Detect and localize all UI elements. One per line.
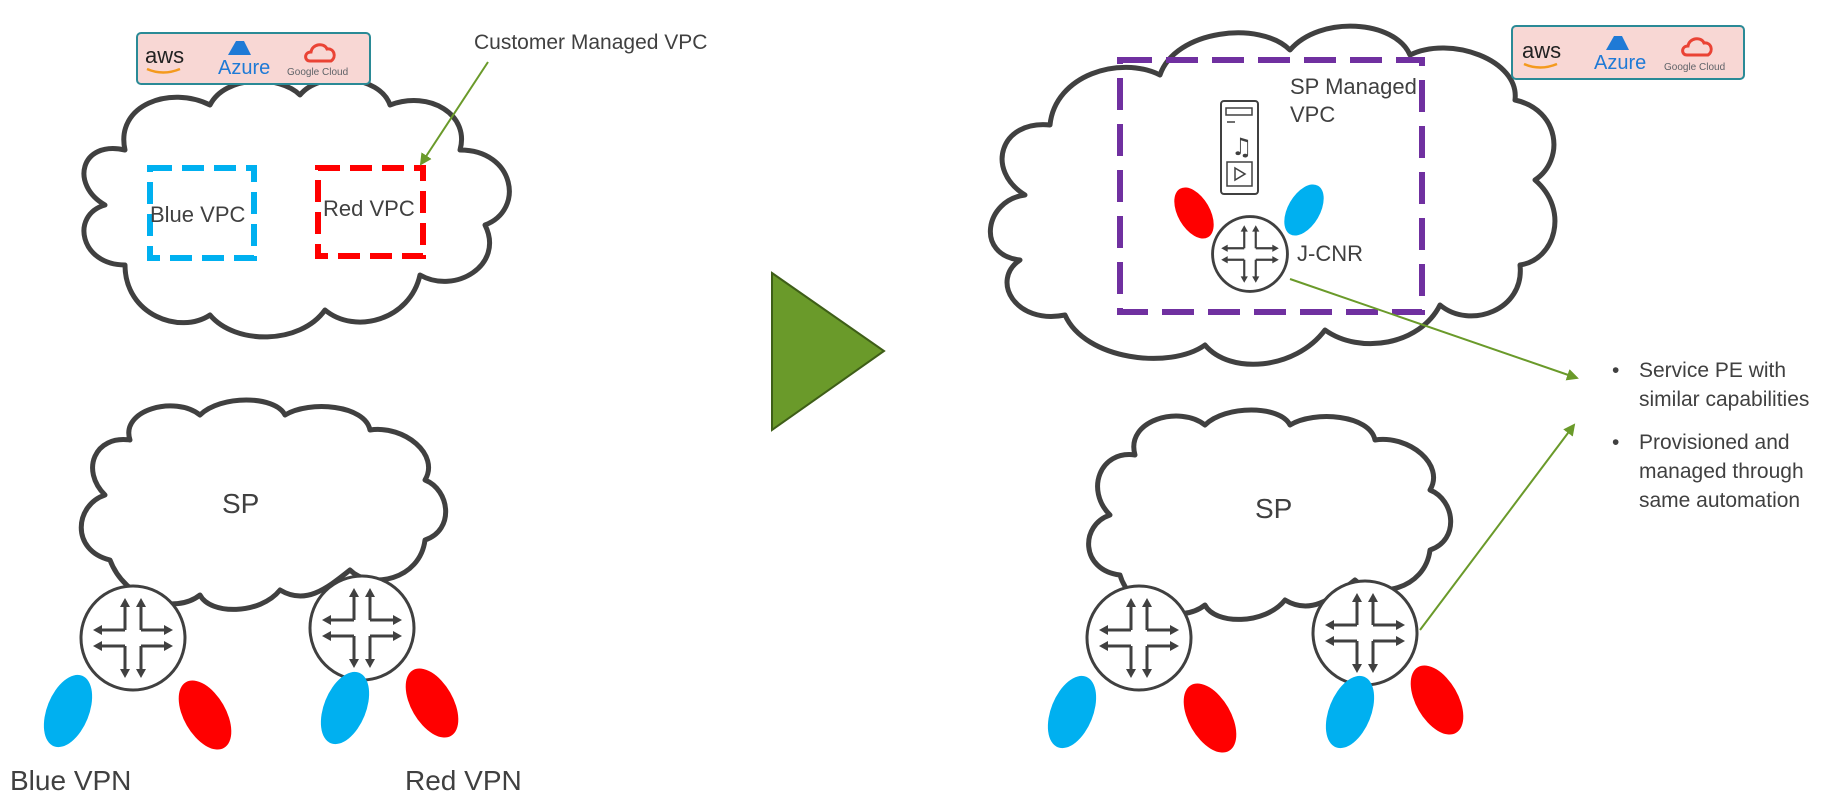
svg-text:♫: ♫ (1231, 133, 1253, 161)
cloud-provider-logos-right: aws Azure Google Cloud (1511, 25, 1745, 80)
aws-logo: aws (1522, 38, 1561, 63)
sp-managed-vpc-label-line2: VPC (1290, 102, 1335, 127)
azure-logo: Azure (218, 57, 270, 79)
red-vpn-oval-vpc (1174, 187, 1214, 239)
blue-vpn-oval-3 (1047, 675, 1097, 749)
svg-text:•: • (1612, 359, 1619, 382)
cloud-provider-logos-left: aws Azure Google Cloud (136, 32, 371, 85)
red-vpn-label: Red VPN (405, 765, 522, 796)
pointer-arrow-pe (1419, 423, 1576, 631)
customer-managed-vpc-label: Customer Managed VPC (474, 31, 707, 54)
red-vpn-oval-4 (1410, 665, 1464, 735)
sp-managed-vpc-box (1117, 57, 1425, 315)
blue-vpn-label: Blue VPN (10, 765, 131, 796)
bullet-item-1: • Service PE with similar capabilities (1612, 359, 1809, 411)
sp-label-right: SP (1255, 493, 1292, 524)
bullet-1-line-2: similar capabilities (1639, 388, 1809, 411)
red-vpc-label: Red VPC (323, 196, 415, 221)
pe-router-left-2 (308, 574, 416, 682)
pe-router-right-2 (1311, 579, 1419, 687)
red-vpn-oval-2 (405, 668, 459, 738)
sp-managed-vpc-label-line1: SP Managed (1290, 74, 1417, 99)
red-vpn-oval-1 (178, 680, 232, 750)
bullet-1-line-1: Service PE with (1639, 359, 1786, 382)
blue-vpn-oval-4 (1325, 675, 1375, 749)
blue-vpn-oval-1 (43, 674, 93, 748)
bullet-2-line-3: same automation (1639, 489, 1800, 512)
pointer-arrow-jcnr (1289, 278, 1579, 381)
aws-logo: aws (145, 43, 184, 68)
public-cloud-left (81, 76, 512, 340)
bullet-list: • Service PE with similar capabilities •… (1612, 359, 1809, 512)
sp-cloud-right (1086, 407, 1454, 622)
bullet-2-line-2: managed through (1639, 460, 1804, 483)
bullet-2-line-1: Provisioned and (1639, 431, 1790, 454)
j-cnr-router (1211, 215, 1289, 293)
media-server-icon: ♫ (1220, 100, 1259, 195)
google-cloud-logo: Google Cloud (1664, 62, 1725, 73)
sp-label-left: SP (222, 488, 259, 519)
google-cloud-logo: Google Cloud (287, 67, 348, 78)
callout-arrow (419, 61, 489, 166)
blue-vpc-label: Blue VPC (150, 202, 245, 227)
pe-router-right-1 (1085, 584, 1193, 692)
blue-vpn-oval-2 (320, 671, 370, 745)
azure-logo: Azure (1594, 52, 1646, 74)
blue-vpn-oval-vpc (1284, 184, 1324, 236)
transition-arrow (771, 271, 886, 432)
pe-router-left-1 (79, 584, 187, 692)
red-vpc-box (315, 165, 426, 259)
j-cnr-label: J-CNR (1297, 241, 1363, 266)
bullet-item-2: • Provisioned and managed through same a… (1612, 431, 1804, 512)
public-cloud-right (988, 23, 1558, 367)
blue-vpc-box (147, 165, 257, 261)
svg-text:•: • (1612, 431, 1619, 454)
red-vpn-oval-3 (1183, 683, 1237, 753)
sp-cloud-left (78, 397, 449, 612)
